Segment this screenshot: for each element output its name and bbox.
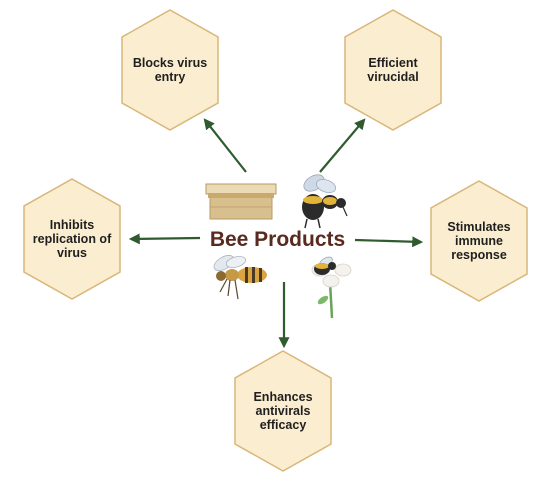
honeybee-icon [213,255,267,300]
bee-on-flower-icon [311,256,352,319]
effect-label-enhances-antivirals: Enhances antivirals efficacy [253,390,313,432]
arrow-to-blocks-virus-entry [203,118,247,173]
center-title: Bee Products [209,228,346,251]
beehive-box-icon [205,183,277,220]
effect-label-inhibits-replication: Inhibits replication of virus [32,218,112,260]
hexagon-enhances-antivirals [234,350,332,472]
effect-label-efficient-virucidal: Efficient virucidal [367,56,419,84]
arrow-to-stimulates-immune [354,236,424,248]
hexagon-stimulates-immune [430,180,528,302]
hexagon-inhibits-replication [23,178,121,300]
arrow-to-inhibits-replication [128,233,201,245]
effect-label-blocks-virus-entry: Blocks virus entry [132,56,208,84]
effect-label-stimulates-immune: Stimulates immune response [447,220,511,262]
hexagon-blocks-virus-entry [121,9,219,131]
bumblebee-icon [302,174,348,229]
arrow-to-efficient-virucidal [319,118,366,173]
hexagon-efficient-virucidal [344,9,442,131]
